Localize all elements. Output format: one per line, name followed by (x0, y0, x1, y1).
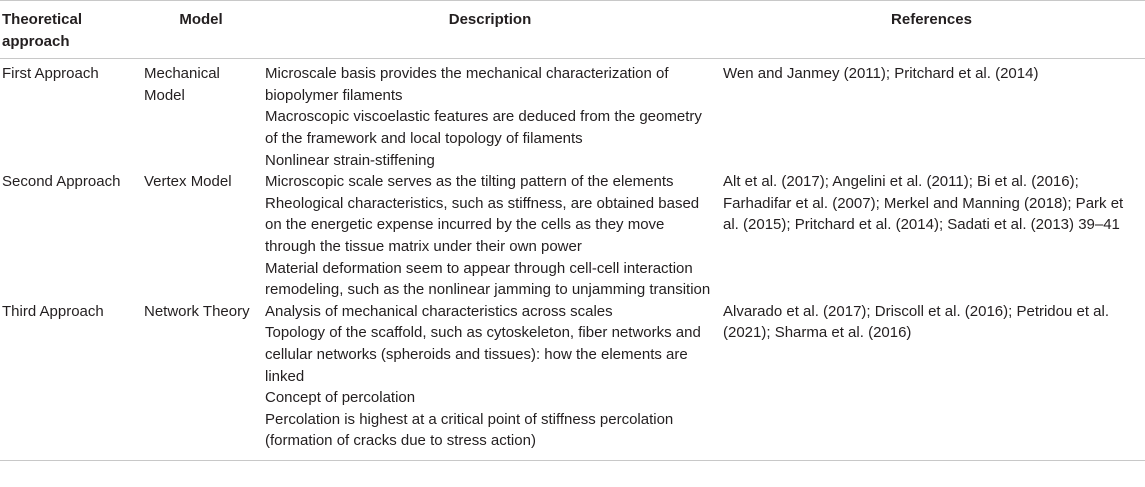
table-row: First Approach Mechanical Model Microsca… (0, 59, 1145, 171)
header-description: Description (262, 0, 718, 60)
description-cell: Microscopic scale serves as the tilting … (262, 171, 718, 301)
description-cell: Microscale basis provides the mechanical… (262, 59, 718, 171)
model-cell: Mechanical Model (144, 65, 220, 104)
description-line: Microscale basis provides the mechanical… (265, 65, 669, 104)
approach-cell: Third Approach (0, 300, 140, 461)
header-references: References (718, 0, 1145, 60)
header-model: Model (140, 0, 262, 60)
table-row: Second Approach Vertex Model Microscopic… (0, 171, 1145, 301)
description-line: Material deformation seem to appear thro… (265, 259, 711, 299)
description-line: Rheological characteristics, such as sti… (265, 194, 700, 255)
references-cell: Wen and Janmey (2011); Pritchard et al. … (723, 65, 1039, 83)
references-cell: Alvarado et al. (2017); Driscoll et al. … (718, 300, 1145, 461)
description-line: Macroscopic viscoelastic features are de… (265, 108, 702, 147)
approach-cell: Second Approach (2, 173, 121, 191)
approach-cell: First Approach (2, 65, 99, 83)
model-cell: Vertex Model (144, 173, 232, 191)
description-line: Topology of the scaffold, such as cytosk… (265, 324, 701, 385)
description-line: Percolation is highest at a critical poi… (265, 410, 674, 450)
description-cell: Analysis of mechanical characteristics a… (262, 300, 718, 461)
references-cell: Alt et al. (2017); Angelini et al. (2011… (723, 173, 1124, 234)
header-theoretical-approach: Theoretical approach (0, 0, 140, 60)
description-line: Analysis of mechanical characteristics a… (265, 302, 613, 320)
approaches-table: Theoretical approach Model Description R… (0, 0, 1145, 461)
description-line: Concept of percolation (265, 389, 416, 407)
description-line: Nonlinear strain-stiffening (265, 151, 435, 169)
table-row: Third Approach Network Theory Analysis o… (0, 300, 1145, 461)
header-row: Theoretical approach Model Description R… (0, 0, 1145, 60)
model-cell: Network Theory (140, 300, 262, 461)
description-line: Microscopic scale serves as the tilting … (265, 173, 674, 191)
